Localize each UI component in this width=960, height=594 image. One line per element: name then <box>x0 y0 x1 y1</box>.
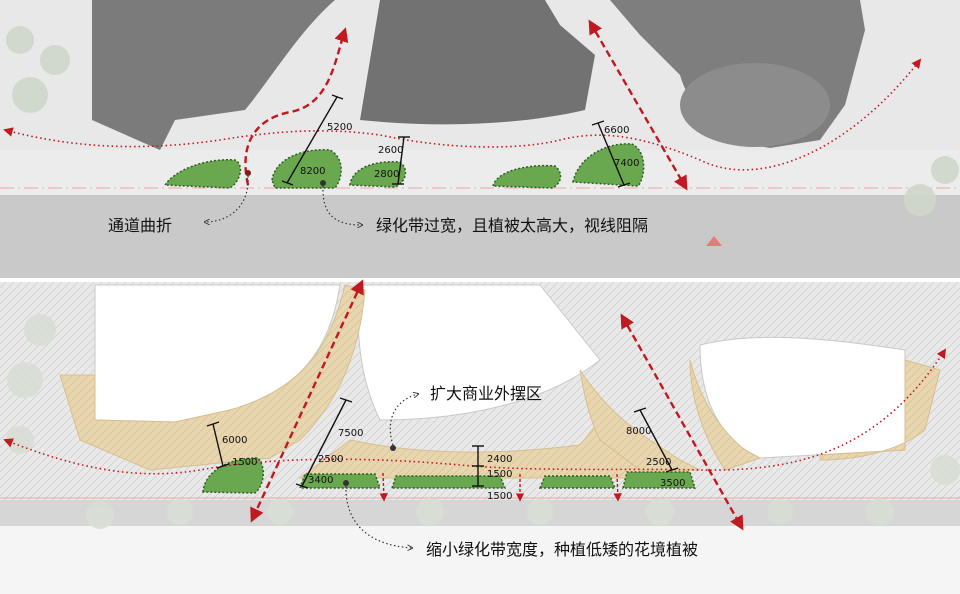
dim-label: 1500 <box>232 457 257 468</box>
callout-leader-shrink <box>345 485 412 548</box>
bottom-dimension-lines <box>206 397 679 489</box>
dim-label: 7400 <box>614 158 639 169</box>
dim-label: 1500 <box>487 491 512 502</box>
bottom-road-edge <box>0 500 960 526</box>
dim-label: 2500 <box>646 457 671 468</box>
top-dimension-lines <box>281 94 631 188</box>
dim-label: 6000 <box>222 435 247 446</box>
dim-label: 2500 <box>318 454 343 465</box>
callout-leader-channel <box>205 175 249 222</box>
callout-green-belt: 绿化带过宽，且植被太高大，视线阻隔 <box>376 216 648 235</box>
dim-label: 1500 <box>487 469 512 480</box>
callout-dot <box>390 445 396 451</box>
dim-label: 8200 <box>300 166 325 177</box>
top-panel: 5200 8200 2600 2800 6600 7400 通道曲折 绿化带过宽… <box>0 0 960 278</box>
callout-commercial: 扩大商业外摆区 <box>430 384 542 403</box>
green-belt <box>202 457 265 494</box>
top-road <box>0 195 960 278</box>
bottom-short-arrows <box>379 472 622 502</box>
green-belt <box>163 159 242 189</box>
dim-label: 2800 <box>374 169 399 180</box>
callout-dot <box>320 180 326 186</box>
bottom-right-arrow <box>620 313 744 531</box>
dim-label: 7500 <box>338 428 363 439</box>
callout-shrink: 缩小绿化带宽度，种植低矮的花境植被 <box>426 540 698 559</box>
bottom-panel: 6000 1500 7500 2500 3400 2400 1500 1500 … <box>0 279 960 594</box>
panel-separator <box>0 278 960 282</box>
callout-dot <box>245 170 251 176</box>
top-channel-arrow <box>244 27 349 186</box>
dim-label: 2400 <box>487 454 512 465</box>
top-building-rotunda <box>680 63 830 147</box>
dim-label: 5200 <box>327 122 352 133</box>
callout-leader-commercial <box>389 394 418 446</box>
callout-leader-green <box>322 185 362 225</box>
dim-label: 3400 <box>308 475 333 486</box>
green-belt <box>492 164 562 189</box>
top-straight-arrow <box>588 19 688 191</box>
callout-dot <box>343 480 349 486</box>
dim-label: 8000 <box>626 426 651 437</box>
callout-channel: 通道曲折 <box>108 216 172 235</box>
bottom-road <box>0 526 960 594</box>
green-belt <box>390 475 507 489</box>
green-belt <box>538 475 617 489</box>
dim-label: 6600 <box>604 125 629 136</box>
dim-label: 2600 <box>378 145 403 156</box>
dim-label: 3500 <box>660 478 685 489</box>
north-marker <box>706 236 722 246</box>
